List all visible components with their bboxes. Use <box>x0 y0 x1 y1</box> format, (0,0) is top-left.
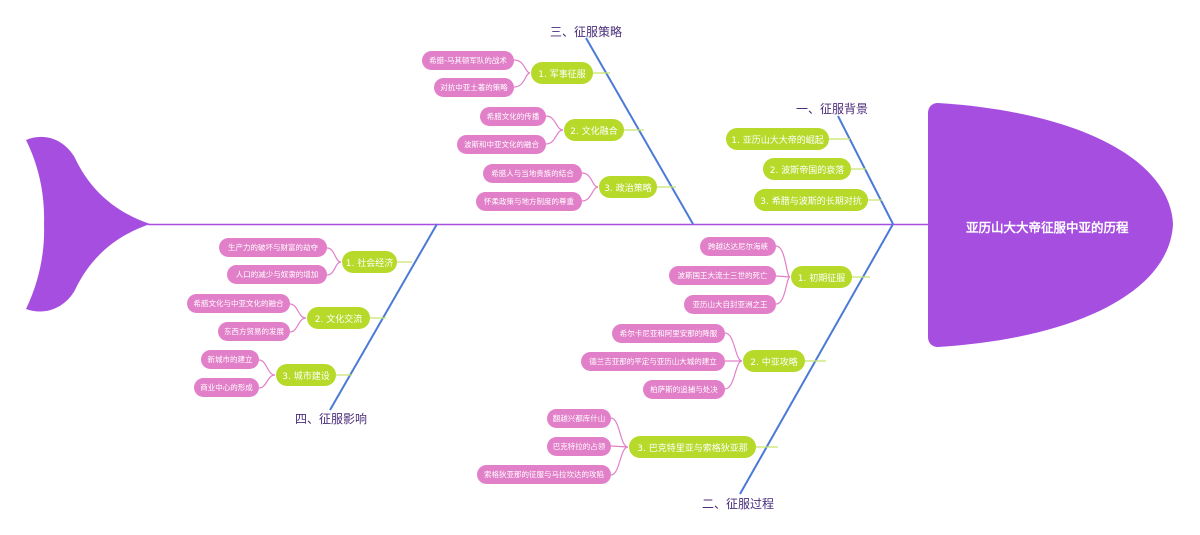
bone-process <box>739 223 894 495</box>
sub-node[interactable]: 2. 文化交流 <box>307 307 370 329</box>
leaf-node[interactable]: 希腊文化的传播 <box>480 107 546 126</box>
sub-node[interactable]: 3. 城市建设 <box>276 364 336 386</box>
sub-node[interactable]: 2. 波斯帝国的衰落 <box>763 158 851 180</box>
sub-node[interactable]: 3. 巴克特里亚与索格狄亚那 <box>629 436 756 458</box>
leaf-node[interactable]: 商业中心的形成 <box>194 378 259 397</box>
sub-node[interactable]: 2. 中亚攻略 <box>743 350 805 372</box>
leaf-node[interactable]: 希腊人与当地贵族的结合 <box>483 164 582 183</box>
leaf-node[interactable]: 生产力的破坏与财富的劫夺 <box>219 238 327 257</box>
leaf-node[interactable]: 亚历山大自封亚洲之王 <box>684 295 776 314</box>
sub-node[interactable]: 1. 社会经济 <box>342 251 397 273</box>
bone-strategy <box>585 37 694 225</box>
sub-node[interactable]: 1. 亚历山大大帝的崛起 <box>726 128 829 150</box>
leaf-node[interactable]: 新城市的建立 <box>201 350 259 369</box>
leaf-node[interactable]: 翻越兴都库什山 <box>547 409 611 428</box>
category-label-background: 一、征服背景 <box>796 102 869 116</box>
leaf-node[interactable]: 索格狄亚那的征服与马拉坎达的攻陷 <box>477 465 611 484</box>
leaf-node[interactable]: 柏萨斯的追捕与处决 <box>643 380 725 399</box>
sub-node[interactable]: 2. 文化融合 <box>564 119 624 141</box>
leaf-node[interactable]: 波斯国王大流士三世的死亡 <box>669 266 776 285</box>
leaf-node[interactable]: 怀柔政策与地方制度的尊重 <box>476 192 582 211</box>
leaf-node[interactable]: 巴克特拉的占领 <box>547 437 611 456</box>
leaf-node[interactable]: 对抗中亚土著的策略 <box>434 78 514 97</box>
leaf-node[interactable]: 东西方贸易的发展 <box>218 322 290 341</box>
sub-node[interactable]: 3. 希腊与波斯的长期对抗 <box>754 189 868 211</box>
leaf-node[interactable]: 波斯和中亚文化的融合 <box>457 135 546 154</box>
category-label-impact: 四、征服影响 <box>295 412 368 426</box>
fish-tail-shape <box>26 136 150 312</box>
leaf-node[interactable]: 跨越达达尼尔海峡 <box>700 237 776 256</box>
sub-node[interactable]: 1. 军事征服 <box>531 62 593 84</box>
sub-node[interactable]: 3. 政治策略 <box>599 176 657 198</box>
leaf-node[interactable]: 希腊文化与中亚文化的融合 <box>187 294 290 313</box>
leaf-node[interactable]: 希腊-马其顿军队的战术 <box>422 51 514 70</box>
leaf-node[interactable]: 希尔卡尼亚和阿里安那的降服 <box>612 324 725 343</box>
bone-background <box>837 115 894 225</box>
leaf-node[interactable]: 人口的减少与奴隶的增加 <box>227 265 327 284</box>
sub-node[interactable]: 1. 初期征服 <box>791 266 852 288</box>
fish-head-shape <box>928 103 1173 347</box>
category-label-strategy: 三、征服策略 <box>550 25 623 39</box>
category-label-process: 二、征服过程 <box>702 497 775 511</box>
fish-head-title: 亚历山大大帝征服中亚的历程 <box>966 220 1129 235</box>
leaf-node[interactable]: 德兰吉亚那的平定与亚历山大城的建立 <box>581 352 725 371</box>
bone-impact <box>329 223 438 411</box>
